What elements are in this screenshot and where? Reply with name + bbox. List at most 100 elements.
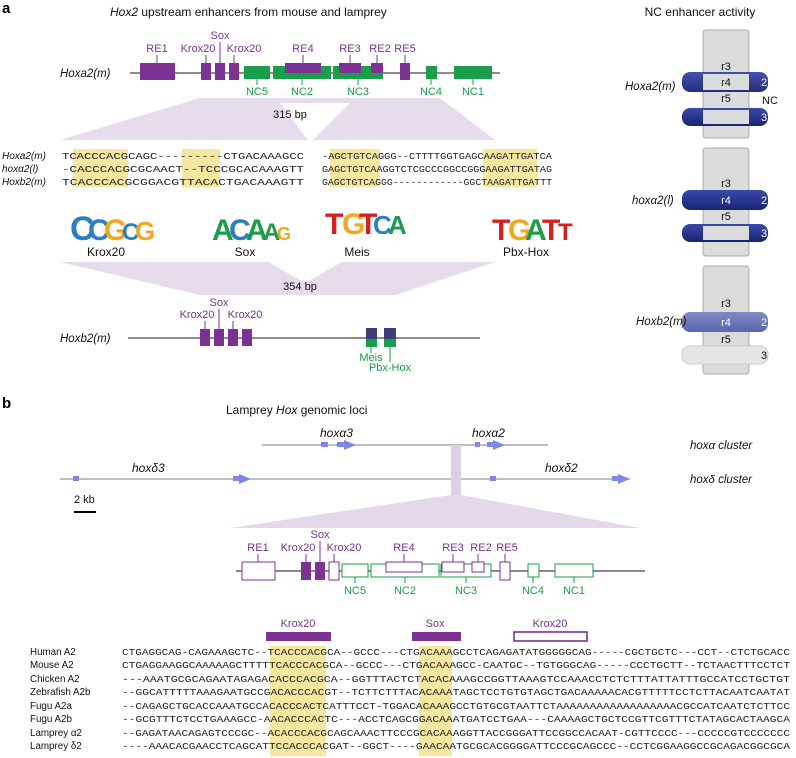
motif-label: Pbx-Hox: [503, 245, 549, 259]
panel-a-letter: a: [2, 0, 11, 17]
hoxa2-top-label: Sox: [211, 30, 230, 42]
rhombomere-label: r4: [721, 195, 731, 207]
logo-pbx-glyphs: T: [558, 219, 573, 246]
rhombomere-label: r3: [721, 178, 731, 190]
hoxa2-krox20-block-2: [229, 63, 239, 80]
seq-species-label: Lamprey α2: [30, 728, 82, 739]
hoxa2-top-label: RE4: [292, 43, 313, 55]
delta-exon: [233, 476, 239, 481]
lamprey-bottom-label: NC3: [455, 585, 477, 597]
rhombomere-label: r3: [721, 298, 731, 310]
logo-pbx-glyphs: A: [525, 214, 547, 247]
hoxb2-bottom-label: Pbx-Hox: [369, 362, 412, 374]
gene-label: hoxδ2: [545, 461, 578, 475]
logo-krox20-glyphs: G: [135, 216, 155, 246]
logo-sox-glyphs: G: [277, 224, 291, 244]
lamprey-re4-block: [385, 561, 423, 573]
motif-bar-label: Krox20: [281, 618, 316, 630]
highlight-column-sox: [419, 646, 452, 756]
hoxa2-krox20-block-1: [201, 63, 211, 80]
rhombomere-label: r5: [721, 334, 731, 346]
hoxb2-block: [200, 329, 210, 346]
r6-bg: [703, 110, 749, 124]
lamprey-top-label: RE2: [470, 542, 491, 554]
gene-arrow-delta3: [239, 474, 251, 484]
hoxa2-top-label: Krox20: [181, 43, 216, 55]
r4-bg: [703, 74, 749, 90]
motif-bar-label: Sox: [426, 618, 445, 630]
lamprey-re5-block: [499, 561, 511, 581]
hoxa2-re4-block: [285, 63, 321, 73]
nc-row-label: Hoxa2(m): [625, 81, 676, 93]
hoxb2-top-label: Krox20: [228, 309, 263, 321]
nc-row-label: Hoxb2(m): [636, 316, 687, 328]
hoxb2-meis-block: [366, 328, 377, 339]
hoxb2-bottom-label: Meis: [359, 352, 383, 364]
stream-label: 2: [761, 195, 767, 207]
seq-row: ---AAATGCGCAGAATAGAGACACCCACGCA--GGTTTAC…: [122, 674, 791, 685]
span-bottom-label: 354 bp: [283, 281, 317, 293]
alpha-exon: [337, 442, 344, 447]
hoxa2-top-label: RE3: [339, 43, 360, 55]
lamprey-krox20-block-1: [301, 562, 311, 580]
logo-krox20-glyphs: C: [122, 219, 139, 246]
hoxa2-top-label: RE5: [394, 43, 415, 55]
hox-alpha-cluster: hoxα3 hoxα2 hoxα cluster: [262, 426, 753, 452]
hoxb2-label: Hoxb2(m): [60, 333, 111, 345]
lamprey-top-label: RE5: [496, 542, 517, 554]
nc-stream-r6-absent: [681, 345, 769, 365]
hoxb2-top-label: Sox: [210, 297, 229, 309]
logo-krox20-glyphs: C: [88, 214, 110, 247]
logo-krox20-glyphs: G: [104, 214, 127, 247]
stream-label: 3: [761, 228, 767, 240]
motif-bar-krox20-outline: [513, 631, 588, 642]
panel-a-title-italic: Hox2: [110, 5, 138, 19]
logo-meis-glyphs: A: [388, 210, 407, 240]
nc-activity-title: NC enhancer activity: [645, 5, 756, 19]
seq-row: --GGCATTTTTAAAGAATGCCGACACCCACGT--TCTTCT…: [122, 687, 791, 698]
hoxa2-re2-block: [371, 63, 383, 73]
zoom-stem: [451, 445, 461, 495]
highlight-meis: [330, 149, 380, 187]
zoom-wedge-top: [60, 98, 495, 140]
hoxb2-block: [242, 329, 252, 346]
span-top-label: 315 bp: [273, 109, 307, 121]
gene-label: hoxα2: [472, 426, 505, 440]
lamprey-re1-block: [241, 561, 276, 581]
cluster-label: hoxδ cluster: [690, 474, 753, 486]
stream-label: 3: [761, 350, 767, 362]
seq-species-label: Human A2: [30, 647, 76, 658]
species-label: hoxα2(l): [2, 164, 38, 175]
logo-meis-glyphs: T: [359, 208, 377, 241]
lamprey-bottom-label: NC4: [522, 585, 544, 597]
r6-bg: [703, 226, 749, 240]
gene-label: hoxδ3: [132, 461, 165, 475]
motif-label: Sox: [235, 245, 256, 259]
lamprey-top-label: Krox20: [327, 542, 362, 554]
lamprey-top-label: Sox: [311, 529, 330, 541]
hoxa2-bottom-label: NC4: [420, 86, 442, 98]
lamprey-track: RE1 Krox20 Sox Krox20 RE4 RE3 RE2 RE5 NC…: [236, 529, 645, 597]
seq-row: --GCGTTTCTCCTGAAAGCC-AACACCCACTC---ACCTC…: [122, 714, 791, 725]
panel-a-title-rest: upstream enhancers from mouse and lampre…: [138, 5, 387, 19]
hoxa2-bottom-label: NC5: [246, 86, 268, 98]
hoxa2-re3-block: [339, 63, 361, 73]
rhombomere-label: r5: [721, 211, 731, 223]
lamprey-nc5-block: [341, 563, 369, 578]
logo-sox: A C A A G: [212, 214, 291, 247]
species-label: Hoxb2(m): [2, 177, 46, 188]
logo-pbx-glyphs: T: [542, 214, 560, 247]
nc-stream-r4: [682, 190, 768, 210]
seq-row: CTGAGGCAG-CAGAAAGCTC--TCACCCACGCA--GCCC-…: [122, 647, 791, 658]
alignment-seq-2a: -AGCTGTCAGGG--CTTTTGGTGAGCAAGATTGATCA: [322, 151, 553, 162]
logo-krox20: C C G C G: [70, 210, 155, 248]
hoxa2-top-label: Krox20: [227, 43, 262, 55]
seq-species-label: Fugu A2b: [30, 714, 72, 725]
species-label: Hoxa2(m): [2, 151, 46, 162]
nc-row-1: Hoxa2(m) r3 r4 r5 2 3 NC: [625, 29, 778, 139]
hoxa2-label: Hoxa2(m): [60, 68, 111, 80]
hoxa2-top-label: RE1: [146, 43, 167, 55]
stream-label: 3: [761, 112, 767, 124]
logo-sox-glyphs: A: [246, 214, 268, 247]
gene-arrow-alpha2: [493, 440, 505, 450]
